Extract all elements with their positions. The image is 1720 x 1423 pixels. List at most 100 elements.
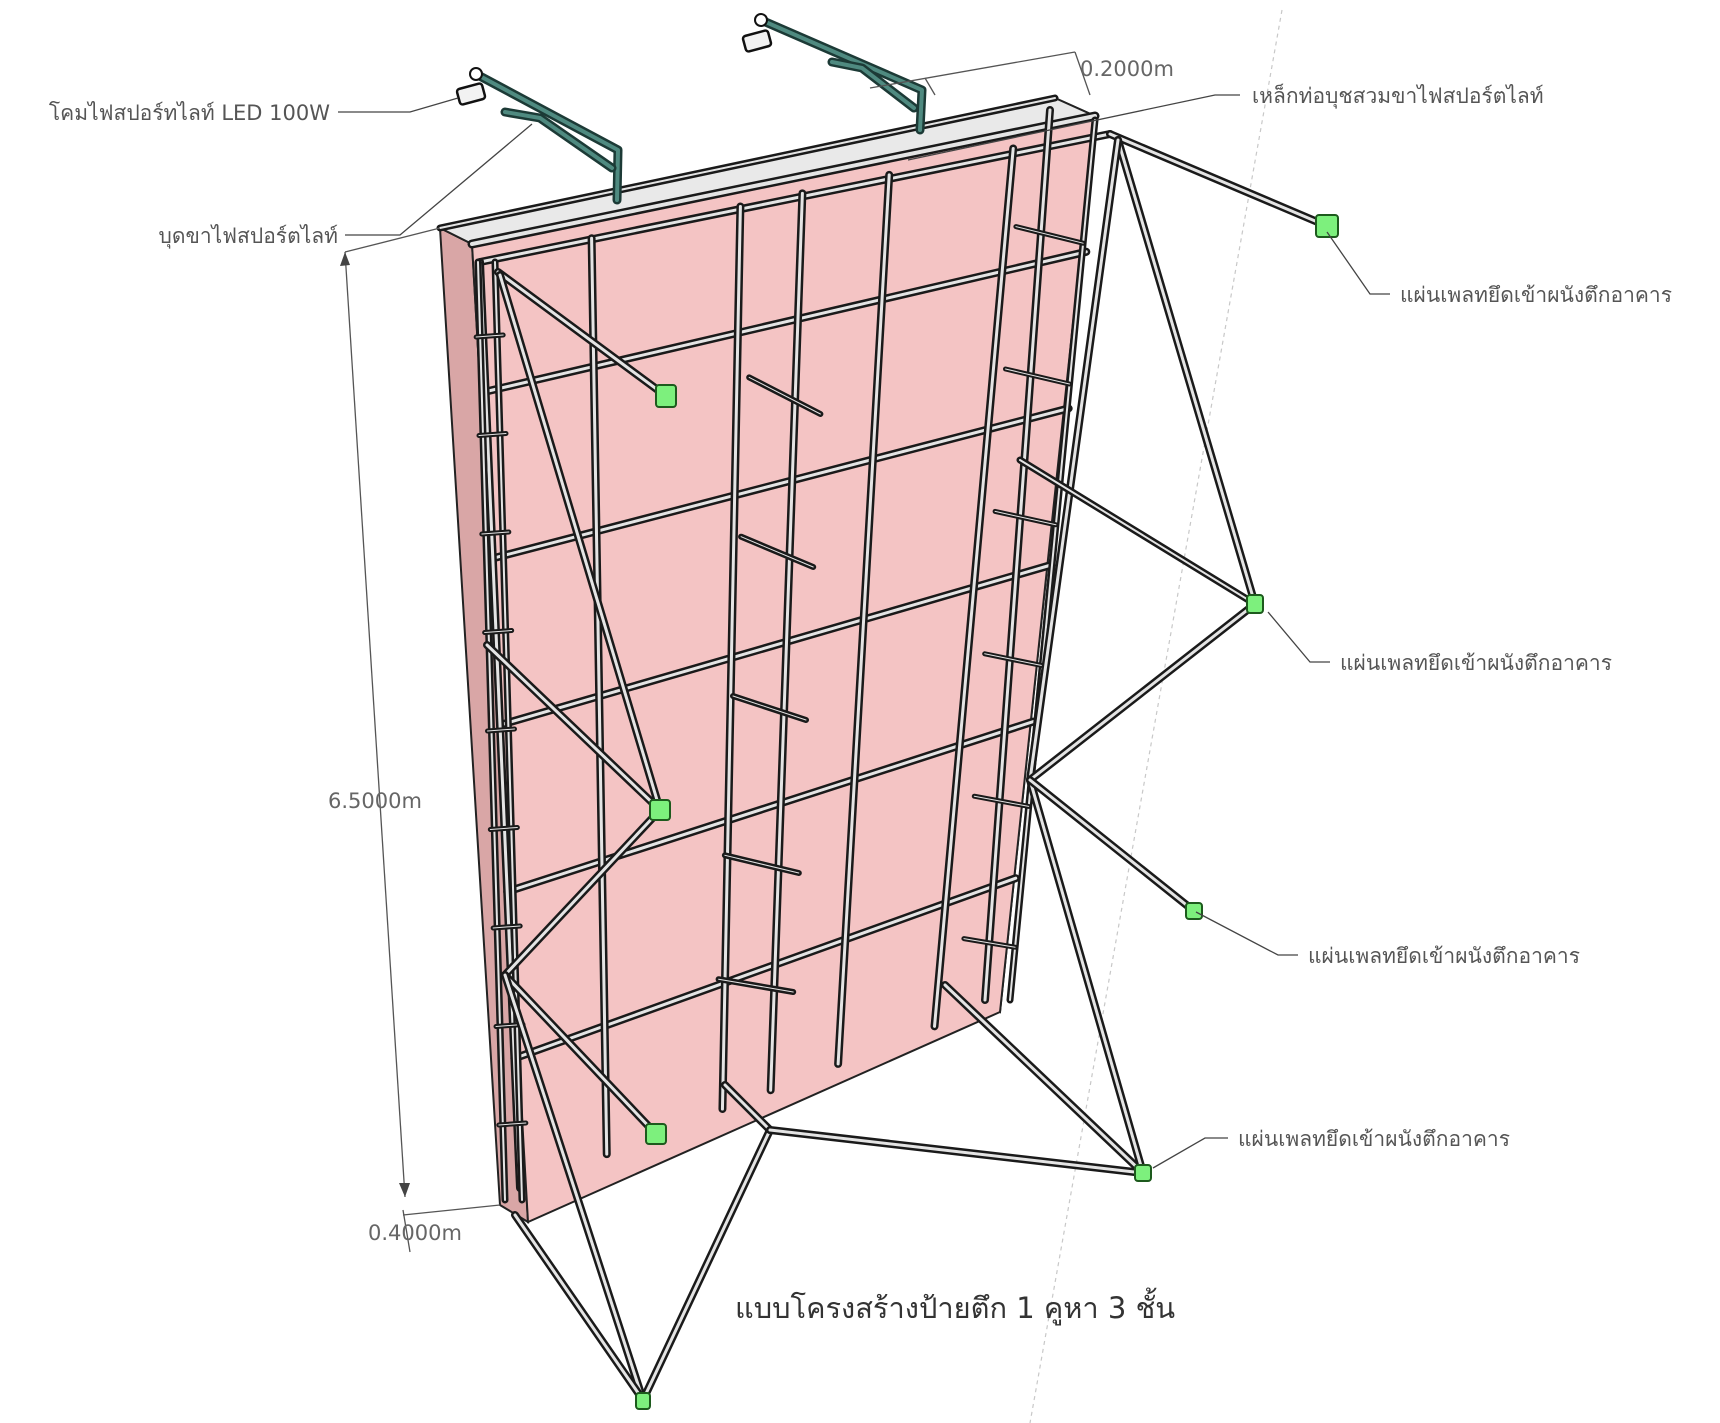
brace-right-low-arm-highlight	[1028, 778, 1196, 913]
wall-plate-label-4: แผ่นเพลทยึดเข้าผนังตึกอาคาร	[1238, 1127, 1510, 1151]
spotlight-stand-right	[756, 15, 927, 135]
frame-ladder-rung-highlight	[487, 728, 515, 732]
leader-line	[1195, 911, 1298, 956]
wall-plate-icon	[655, 384, 677, 408]
frame-right-post-highlight	[983, 108, 1052, 1002]
frame-horizontal-rail-highlight	[491, 406, 1071, 560]
brace-left-down-long-highlight	[503, 973, 645, 1402]
frame-horizontal-rail-highlight	[484, 250, 1088, 394]
dimension-arrow-icon	[399, 1183, 410, 1197]
frame-vertical-post-highlight	[478, 260, 522, 1190]
frame-cross-member-highlight	[718, 978, 794, 993]
spotlight-bracket-label: บุดขาไฟสปอร์ตไลท์	[159, 224, 339, 249]
brace-bottom-long-highlight	[768, 1128, 1145, 1175]
leader-line	[345, 123, 533, 236]
frame-top-rail-highlight	[470, 114, 1097, 246]
wall-plate-icon	[1134, 1164, 1152, 1182]
brace-left-arm-low-highlight	[503, 973, 658, 1136]
wall-plate-icon	[635, 1392, 651, 1410]
brace-top-left-arm-highlight	[496, 270, 668, 398]
frame-right-post-rear-highlight	[1009, 119, 1096, 1001]
brace-right-mid-arm-highlight	[1019, 459, 1256, 605]
frame-ladder-rung-highlight	[484, 630, 513, 634]
dimension-arrow-icon	[340, 252, 350, 266]
depth-dimension-text: 0.4000m	[368, 1221, 462, 1245]
leader-line	[907, 94, 1240, 161]
frame-horizontal-rail-highlight	[498, 563, 1053, 727]
wall-plate-label-2: แผ่นเพลทยึดเข้าผนังตึกอาคาร	[1340, 651, 1612, 675]
brace-left-return-highlight	[503, 808, 662, 977]
spotlight-stand-right-brace-highlight	[830, 60, 916, 110]
brace-bottom-connector-highlight	[723, 1083, 772, 1132]
brace-bottom-right-highlight	[943, 983, 1145, 1175]
frame-vertical-post-highlight	[836, 173, 891, 1066]
spotlight-stand-right-highlight	[759, 18, 924, 132]
drawing-caption: แบบโครงสร้างป้ายตึก 1 คูหา 3 ชั้น	[735, 1287, 1175, 1326]
brace-right-inner-diagonal-highlight	[1028, 138, 1120, 782]
brace-right-diagonal-highlight	[1116, 138, 1257, 606]
frame-ladder-rung-highlight	[481, 531, 510, 535]
frame-ladder-rung-highlight	[492, 925, 521, 929]
leader-line	[1267, 611, 1330, 663]
leader-line	[338, 97, 459, 113]
frame-top-back-rail-highlight	[439, 97, 1056, 229]
spotlight-stand-left-highlight	[474, 72, 620, 202]
frame-ladder-rung-highlight	[475, 334, 504, 338]
frame-vertical-post-highlight	[590, 236, 609, 1156]
brace-left-diagonal-long-highlight	[498, 273, 662, 812]
leader-line	[1152, 1137, 1228, 1169]
frame-cross-member-highlight	[732, 695, 807, 721]
dimension-extension-line	[924, 77, 936, 96]
leader-line	[1326, 231, 1390, 295]
pipe-sleeve-label: เหล็กท่อบุชสวมขาไฟสปอร์ตไลท์	[1252, 82, 1544, 109]
brace-top-right-arm-highlight	[1108, 132, 1329, 228]
frame-side-rung-highlight	[1015, 226, 1084, 244]
wall-plate-label-1: แผ่นเพลทยึดเข้าผนังตึกอาคาร	[1400, 283, 1672, 307]
brace-right-return-highlight	[1028, 602, 1257, 782]
brace-right-down-highlight	[1028, 778, 1145, 1175]
wall-plate-icon	[1185, 902, 1203, 920]
frame-side-rung-highlight	[973, 795, 1030, 807]
wall-plate-icon	[1246, 594, 1264, 614]
brace-left-arm-mid-highlight	[485, 643, 662, 812]
steel-frame	[436, 94, 1114, 1204]
brace-bottom-left-foot-highlight	[513, 1213, 645, 1402]
wall-plate-icon	[1315, 214, 1339, 238]
spotlight-stands	[471, 15, 927, 205]
frame-vertical-post-highlight	[720, 205, 742, 1111]
wall-plate-icon	[645, 1123, 667, 1145]
frame-cross-member-highlight	[740, 536, 814, 568]
frame-cross-member-highlight	[724, 854, 800, 874]
dimension-extension-line	[344, 227, 441, 253]
steel-braces	[483, 130, 1331, 1404]
frame-vertical-post-highlight	[769, 191, 804, 1092]
frame-ladder-rung-highlight	[478, 433, 507, 437]
dimension-extension-line	[1074, 51, 1091, 96]
spotlight-icon	[455, 67, 487, 106]
frame-side-rung-highlight	[994, 510, 1057, 526]
frame-ladder-rung-highlight	[489, 826, 518, 830]
offset-dimension-text: 0.2000m	[1080, 57, 1174, 81]
frame-side-rung-highlight	[963, 938, 1016, 948]
frame-side-rung-highlight	[984, 653, 1043, 667]
offset-dimension-line	[869, 51, 1076, 89]
frame-top-inner-rail-highlight	[478, 132, 1112, 264]
frame-horizontal-rail-highlight	[512, 876, 1018, 1060]
height-dimension-text: 6.5000m	[328, 789, 422, 813]
spotlight-icon	[741, 13, 773, 53]
depth-dimension-line	[402, 1204, 501, 1216]
brace-bottom-up-highlight	[641, 1128, 772, 1402]
wall-plate-icon	[649, 799, 671, 821]
frame-horizontal-rail-highlight	[505, 720, 1035, 894]
height-dimension-line	[344, 251, 406, 1198]
spotlight-head-label: โคมไฟสปอร์ทไลท์ LED 100W	[49, 101, 330, 125]
spotlight-stand-left-brace-highlight	[503, 110, 614, 170]
frame-vertical-post-highlight	[933, 146, 1015, 1028]
frame-cross-member-highlight	[748, 376, 821, 415]
frame-ladder-rung-highlight	[498, 1122, 527, 1126]
frame-side-rung-highlight	[1005, 368, 1070, 385]
wall-plate-label-3: แผ่นเพลทยึดเข้าผนังตึกอาคาร	[1308, 944, 1580, 968]
dimension-extension-line	[402, 1209, 411, 1253]
